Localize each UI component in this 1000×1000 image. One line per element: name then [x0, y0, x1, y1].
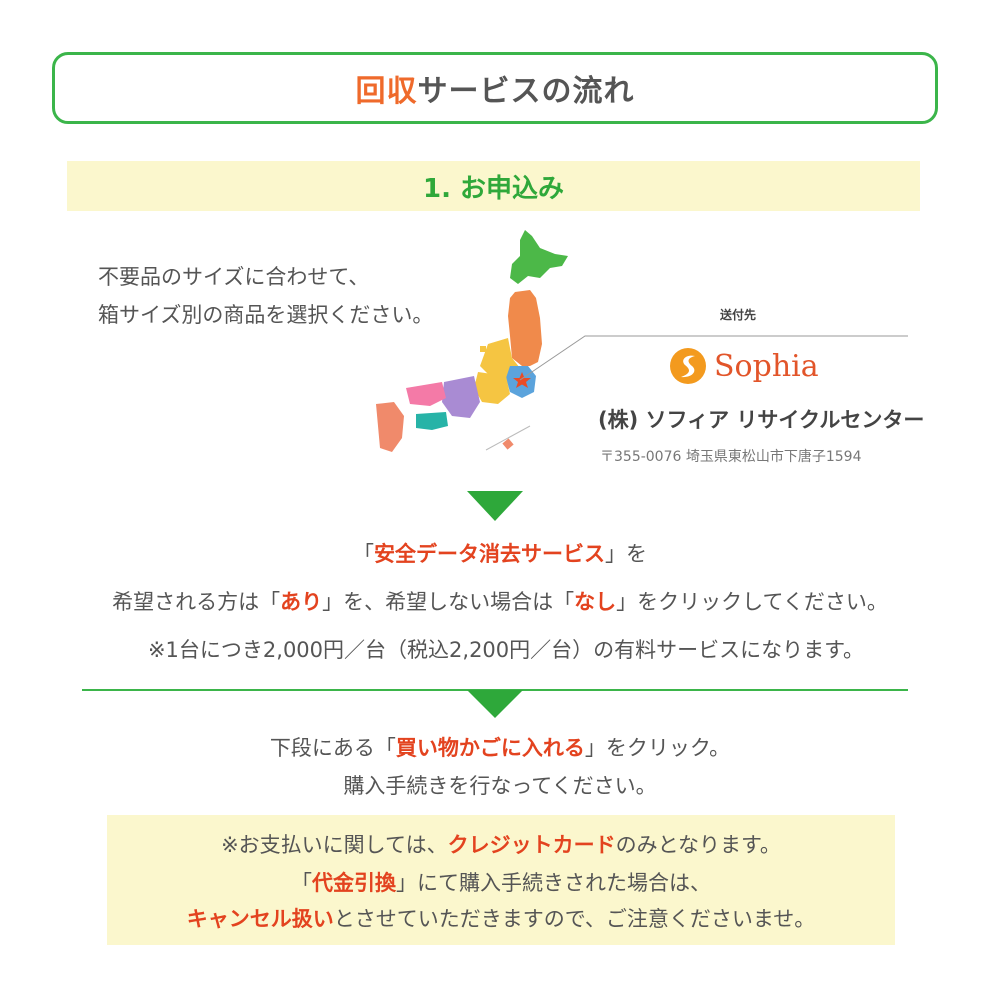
notice-line-3: キャンセル扱いとさせていただきますので、ご注意くださいませ。: [107, 903, 895, 933]
intro-line-1: 不要品のサイズに合わせて、: [98, 265, 370, 289]
cart-line-1-a: 下段にある「: [269, 736, 396, 760]
notice-line-1-a: ※お支払いに関しては、: [221, 833, 448, 857]
step-heading: 1. お申込み: [67, 161, 920, 211]
notice-line-3-b: とさせていただきますので、ご注意くださいませ。: [333, 907, 816, 931]
section-title: 回収サービスの流れ: [52, 52, 938, 124]
arrow-down-icon: [467, 491, 523, 521]
service-bracket-close: 」を: [605, 542, 647, 566]
map-kinki: [442, 376, 480, 418]
company-address: 〒355-0076 埼玉県東松山市下唐子1594: [600, 449, 862, 465]
cart-line-1-b: 」をクリック。: [584, 736, 731, 760]
destination-label: 送付先: [720, 308, 757, 322]
cod-text: 代金引換: [312, 871, 396, 895]
japan-map-icon: [376, 230, 568, 452]
payment-notice: ※お支払いに関しては、クレジットカードのみとなります。 「代金引換」にて購入手続…: [107, 815, 895, 945]
sophia-logo-icon: [670, 348, 706, 384]
service-line-2: 希望される方は「あり」を、希望しない場合は「なし」をクリックしてください。: [0, 586, 1000, 616]
title-rest: サービスの流れ: [417, 74, 635, 109]
option-yes: あり: [280, 590, 323, 614]
notice-line-1: ※お支払いに関しては、クレジットカードのみとなります。: [107, 829, 895, 859]
intro-text: 不要品のサイズに合わせて、 箱サイズ別の商品を選択ください。: [98, 258, 433, 334]
map-island-1: [480, 346, 486, 352]
credit-card-text: クレジットカード: [447, 833, 616, 857]
logo-text: Sophia: [714, 348, 819, 384]
map-island-2: [502, 438, 514, 450]
notice-line-1-b: のみとなります。: [615, 833, 781, 857]
service-fee-note: ※1台につき2,000円／台（税込2,200円／台）の有料サービスになります。: [147, 638, 865, 662]
notice-line-2-a: 「: [291, 871, 312, 895]
service-line-2-a: 希望される方は「: [112, 590, 281, 614]
option-no: なし: [574, 590, 617, 614]
map-kyushu: [376, 402, 404, 452]
service-line-2-c: 」をクリックしてください。: [616, 590, 888, 614]
map-chugoku: [406, 382, 446, 406]
service-line-1: 「安全データ消去サービス」を: [0, 538, 1000, 568]
map-hokkaido: [510, 230, 568, 284]
map-shikoku: [416, 412, 448, 430]
company-name: (株) ソフィア リサイクルセンター: [598, 408, 925, 432]
notice-line-2-b: 」にて購入手続きされた場合は、: [396, 871, 711, 895]
title-accent: 回収: [355, 74, 418, 109]
service-line-2-b: 」を、希望しない場合は「: [322, 590, 575, 614]
service-bracket-open: 「: [353, 542, 374, 566]
intro-line-2: 箱サイズ別の商品を選択ください。: [98, 303, 434, 327]
add-to-cart-text: 買い物かごに入れる: [395, 736, 585, 760]
notice-line-2: 「代金引換」にて購入手続きされた場合は、: [107, 867, 895, 897]
sophia-logo: Sophia: [668, 346, 819, 386]
cart-line-1: 下段にある「買い物かごに入れる」をクリック。: [0, 732, 1000, 762]
service-name: 安全データ消去サービス: [374, 542, 605, 566]
cancel-text: キャンセル扱い: [186, 907, 334, 931]
map-tohoku: [508, 290, 542, 366]
step-label: 1. お申込み: [422, 173, 565, 204]
cart-line-2: 購入手続きを行なってください。: [343, 774, 657, 798]
arrow-down-icon: [467, 690, 523, 718]
map-chubu-south: [474, 372, 510, 404]
